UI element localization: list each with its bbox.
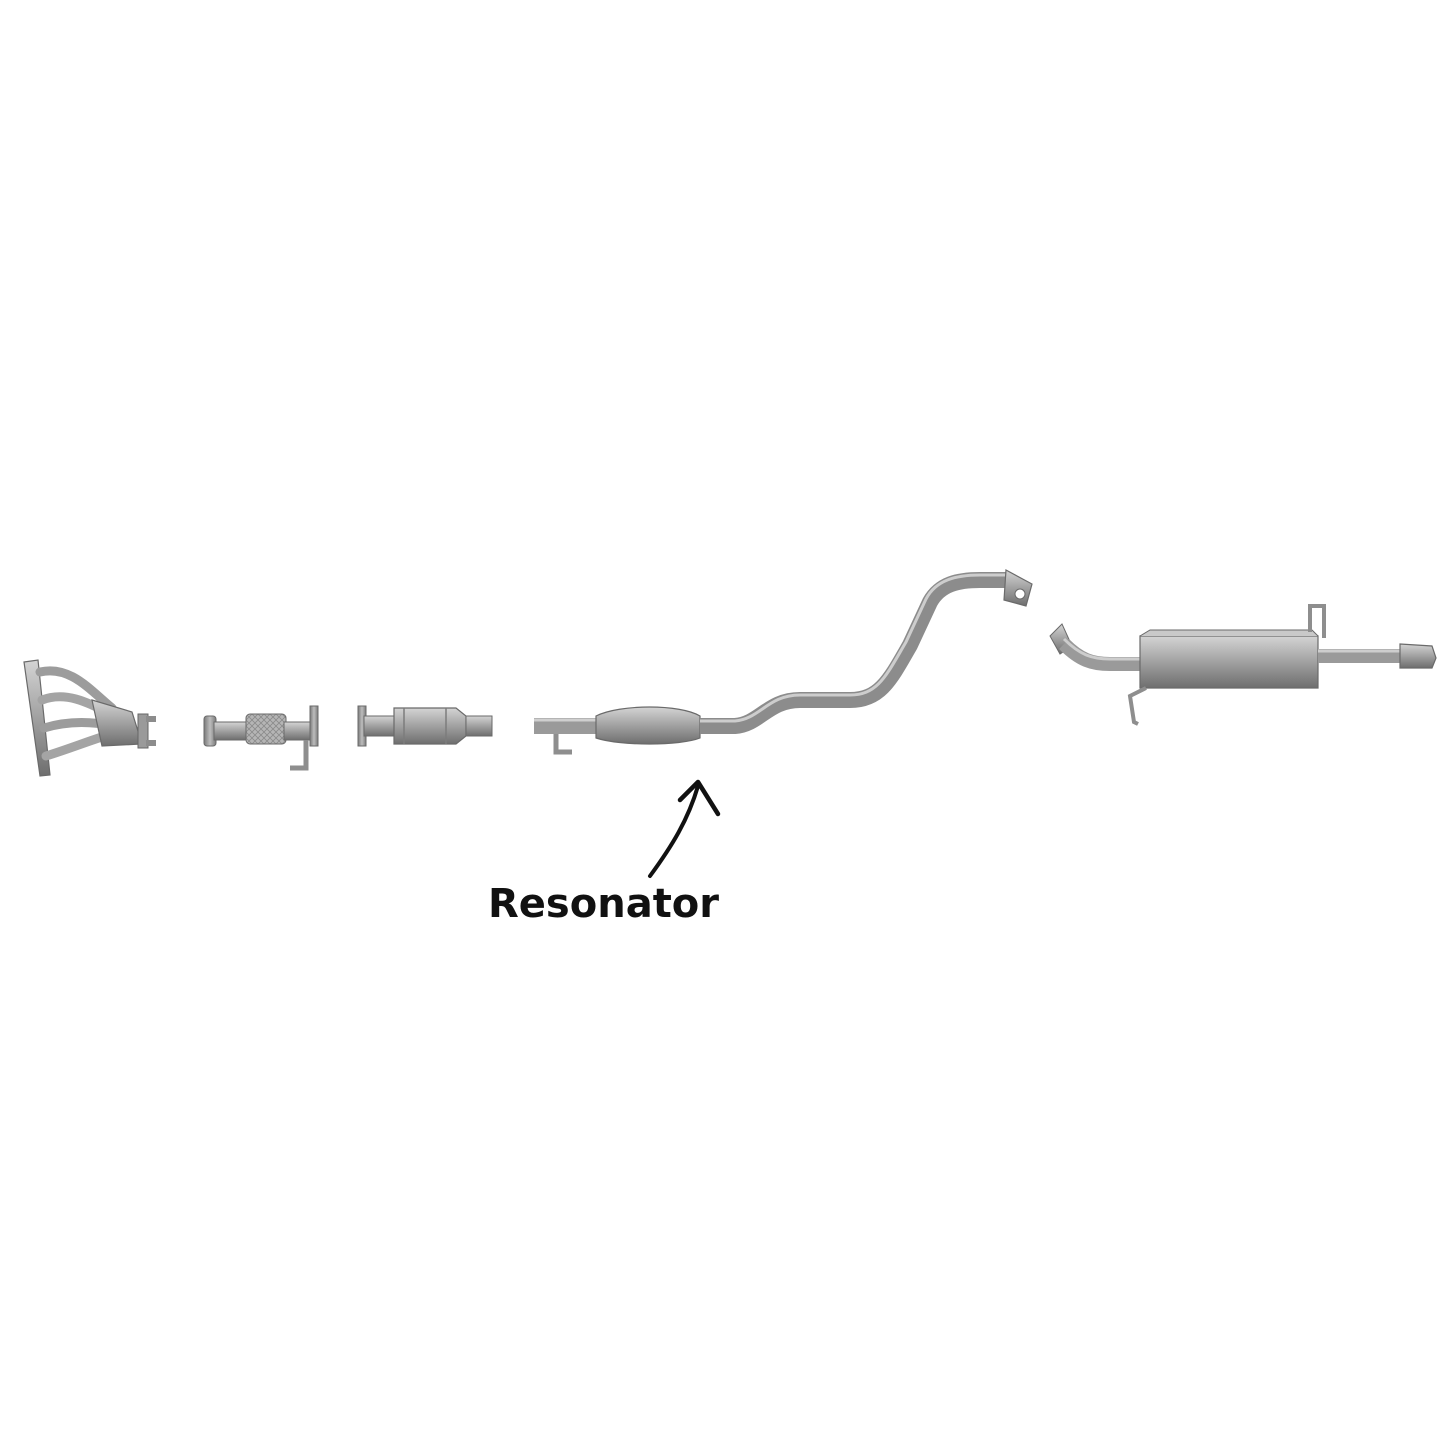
exhaust-manifold xyxy=(23,659,156,777)
muffler-body xyxy=(1139,635,1319,689)
resonator-label: Resonator xyxy=(488,881,719,927)
curved-arrow-icon xyxy=(648,784,700,878)
resonator-body xyxy=(595,706,701,745)
resonator-pipe xyxy=(534,569,1033,755)
resonator-callout: Resonator xyxy=(488,779,721,927)
catalytic-converter xyxy=(357,705,493,747)
rear-muffler xyxy=(1049,604,1437,726)
flex-pipe xyxy=(203,705,319,771)
